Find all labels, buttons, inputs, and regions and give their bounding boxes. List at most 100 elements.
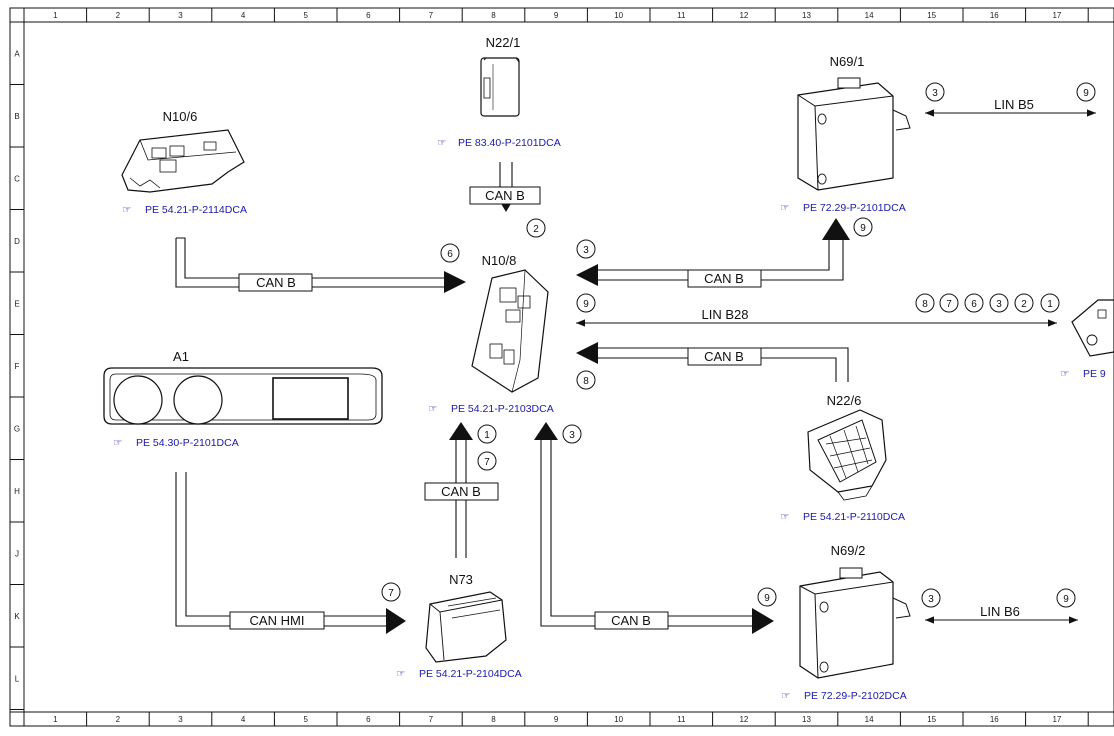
grid-column-label: 5 xyxy=(303,715,308,724)
bus-label-lin-b28: LIN B28 xyxy=(702,307,749,322)
marker-2: 2 xyxy=(533,224,539,235)
partial-ref-link[interactable]: PE 9 xyxy=(1083,368,1106,380)
n69-2-ref-link[interactable]: PE 72.29-P-2102DCA xyxy=(804,690,907,702)
bus-label-lin-b6: LIN B6 xyxy=(980,604,1020,619)
n10-6-module-icon xyxy=(121,129,245,193)
svg-text:CAN B: CAN B xyxy=(441,484,481,499)
grid-column-label: 6 xyxy=(366,11,371,20)
grid-column-label: 13 xyxy=(802,11,811,20)
svg-text:☞: ☞ xyxy=(1060,368,1069,380)
grid-row-label: E xyxy=(14,299,19,308)
a1-ref-link[interactable]: PE 54.30-P-2101DCA xyxy=(136,437,239,449)
n10-8-module-icon xyxy=(471,269,549,393)
arrow-to-n10-8-from-n73 xyxy=(449,422,473,440)
n22-1-ref-link[interactable]: PE 83.40-P-2101DCA xyxy=(458,137,561,149)
grid-row-label: L xyxy=(15,674,20,683)
marker-3: 3 xyxy=(928,594,934,605)
svg-text:☞: ☞ xyxy=(781,690,790,702)
grid-column-label: 8 xyxy=(491,715,496,724)
grid-column-label: 1 xyxy=(53,715,58,724)
grid-column-label: 3 xyxy=(178,715,183,724)
marker-8: 8 xyxy=(922,299,928,310)
grid-column-label: 17 xyxy=(1052,11,1061,20)
bus-label-can-b-4: CAN B xyxy=(687,347,762,366)
grid-row-label: K xyxy=(14,612,20,621)
grid-row-label: G xyxy=(14,424,20,433)
grid-column-label: 8 xyxy=(491,11,496,20)
grid-column-label: 14 xyxy=(865,715,874,724)
marker-3: 3 xyxy=(996,299,1002,310)
n69-2-label: N69/2 xyxy=(831,543,866,558)
n10-6-ref-link[interactable]: PE 54.21-P-2114DCA xyxy=(145,204,247,216)
grid-labels: 1122334455667788991010111112121313141415… xyxy=(14,11,1062,724)
svg-text:CAN B: CAN B xyxy=(256,275,296,290)
svg-text:☞: ☞ xyxy=(428,403,437,415)
marker-9: 9 xyxy=(1083,88,1089,99)
a1-instrument-cluster-icon xyxy=(103,367,383,425)
n22-1-module-icon xyxy=(480,57,520,117)
marker-7: 7 xyxy=(388,588,394,599)
n22-6-label: N22/6 xyxy=(827,393,862,408)
svg-text:CAN B: CAN B xyxy=(704,271,744,286)
bus-label-can-b-1: CAN B xyxy=(469,186,541,205)
n73-module-icon xyxy=(425,591,507,663)
marker-9: 9 xyxy=(764,593,770,604)
n73-ref-link[interactable]: PE 54.21-P-2104DCA xyxy=(419,668,522,680)
grid-column-label: 16 xyxy=(990,11,999,20)
grid-column-label: 14 xyxy=(865,11,874,20)
a1-label: A1 xyxy=(173,349,189,364)
grid-column-label: 1 xyxy=(53,11,58,20)
bus-label-lin-b5: LIN B5 xyxy=(994,97,1034,112)
grid-row-label: B xyxy=(14,112,19,121)
svg-text:CAN B: CAN B xyxy=(704,349,744,364)
grid-column-label: 9 xyxy=(554,11,559,20)
bus-label-can-b-6: CAN B xyxy=(594,611,669,630)
n73-label: N73 xyxy=(449,572,473,587)
grid-column-label: 4 xyxy=(241,715,246,724)
n69-1-ref-link[interactable]: PE 72.29-P-2101DCA xyxy=(803,202,906,214)
marker-3: 3 xyxy=(583,245,589,256)
marker-7: 7 xyxy=(946,299,952,310)
n10-8-label: N10/8 xyxy=(482,253,517,268)
marker-circles xyxy=(381,82,1096,608)
grid-column-label: 15 xyxy=(927,11,936,20)
svg-text:CAN B: CAN B xyxy=(611,613,651,628)
grid-row-label: J xyxy=(15,549,19,558)
bus-label-can-b-3: CAN B xyxy=(687,269,762,288)
bus-label-can-b-5: CAN B xyxy=(424,482,499,501)
svg-text:☞: ☞ xyxy=(113,437,122,449)
marker-8: 8 xyxy=(583,376,589,387)
arrow-to-n10-8-from-n10-6 xyxy=(444,271,466,293)
outer-frame xyxy=(9,7,1114,727)
grid-column-label: 5 xyxy=(303,11,308,20)
grid-column-label: 7 xyxy=(429,11,434,20)
svg-text:CAN HMI: CAN HMI xyxy=(250,613,305,628)
arrow-to-n73 xyxy=(386,608,406,634)
grid-column-label: 6 xyxy=(366,715,371,724)
n69-1-module-icon xyxy=(797,77,911,191)
marker-9: 9 xyxy=(1063,594,1069,605)
grid-column-label: 15 xyxy=(927,715,936,724)
n10-6-label: N10/6 xyxy=(163,109,198,124)
n10-8-ref-link[interactable]: PE 54.21-P-2103DCA xyxy=(451,403,554,415)
grid-row-label: A xyxy=(14,49,20,58)
grid-column-label: 12 xyxy=(739,11,748,20)
bus-label-can-b-2: CAN B xyxy=(238,273,313,292)
bus-label-can-hmi: CAN HMI xyxy=(229,611,325,630)
n22-6-ref-link[interactable]: PE 54.21-P-2110DCA xyxy=(803,511,905,523)
grid-column-label: 13 xyxy=(802,715,811,724)
marker-3: 3 xyxy=(932,88,938,99)
marker-6: 6 xyxy=(971,299,977,310)
grid-column-label: 9 xyxy=(554,715,559,724)
marker-2: 2 xyxy=(1021,299,1027,310)
grid-row-label: C xyxy=(14,174,20,183)
grid-column-label: 16 xyxy=(990,715,999,724)
lin-lines xyxy=(576,109,1096,624)
svg-text:☞: ☞ xyxy=(396,668,405,680)
marker-3: 3 xyxy=(569,430,575,441)
n22-1-label: N22/1 xyxy=(486,35,521,50)
grid-column-label: 2 xyxy=(116,11,121,20)
grid-row-label: D xyxy=(14,237,20,246)
grid-column-label: 12 xyxy=(739,715,748,724)
